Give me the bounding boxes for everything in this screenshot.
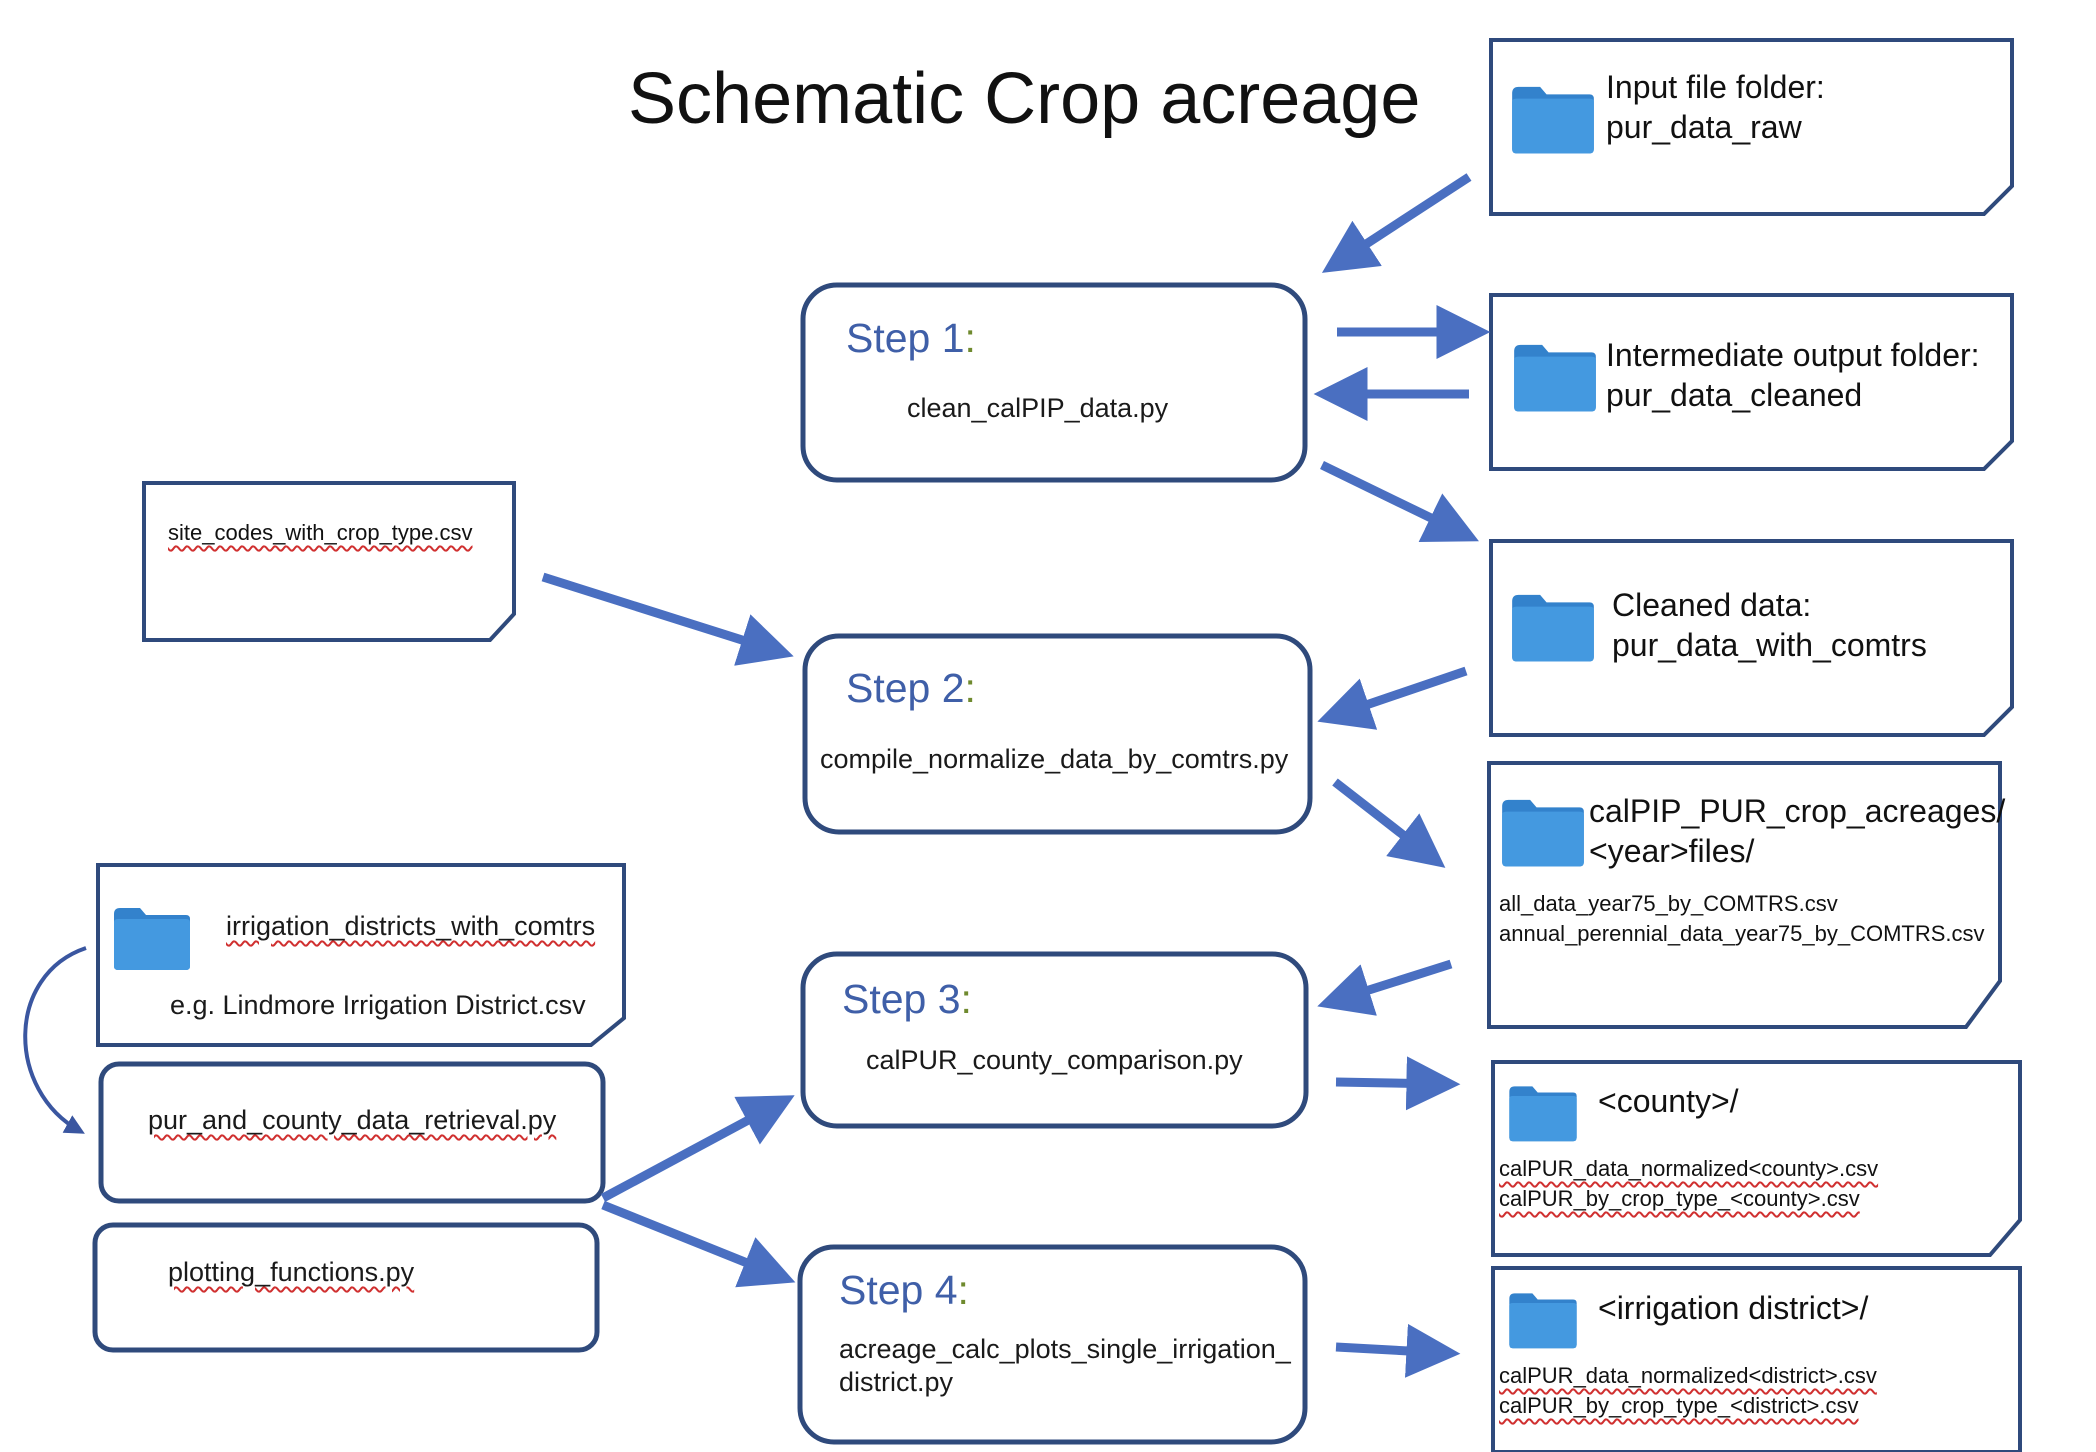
arrow-input-to-step1 (1321, 173, 1472, 273)
step3-box (800, 951, 1309, 1129)
step2-label: Step 2 (846, 665, 965, 711)
step1-title: Step 1: (846, 315, 976, 362)
input-folder-label: Input file folder: (1606, 69, 1825, 105)
cleaned-folder-label: Cleaned data: (1612, 587, 1812, 623)
arrow-retrieval-to-step3 (600, 1095, 795, 1202)
folder-icon (1502, 799, 1584, 867)
irrigation-example: e.g. Lindmore Irrigation District.csv (170, 990, 586, 1020)
arrow-sitecodes-to-step2 (541, 572, 794, 666)
step1-script: clean_calPIP_data.py (907, 393, 1169, 423)
county-folder-box (1491, 1060, 2022, 1257)
acreages-file: annual_perennial_data_year75_by_COMTRS.c… (1499, 921, 1985, 946)
step1-box (800, 282, 1308, 483)
folder-icon (114, 908, 190, 970)
step1-label: Step 1 (846, 315, 965, 361)
step4-label: Step 4 (839, 1267, 958, 1313)
retrieval-box (98, 1061, 606, 1204)
acreages-folder-box (1487, 761, 2002, 1029)
site-codes-box (142, 481, 516, 642)
intermediate-folder-name: pur_data_cleaned (1606, 377, 1863, 413)
district-file: calPUR_data_normalized<district>.csv (1499, 1363, 1877, 1388)
arrow-step2-to-acreages (1332, 778, 1446, 868)
folder-icon (1509, 1293, 1577, 1349)
retrieval-script: pur_and_county_data_retrieval.py (148, 1105, 557, 1135)
irrigation-folder-label: irrigation_districts_with_comtrs (226, 911, 596, 941)
intermediate-folder-box (1489, 293, 2014, 471)
county-file: calPUR_data_normalized<county>.csv (1499, 1156, 1879, 1181)
step4-script-line2: district.py (839, 1367, 954, 1397)
folder-icon (1512, 86, 1594, 154)
arrow-cleaned-to-step2 (1317, 666, 1468, 730)
step3-script: calPUR_county_comparison.py (866, 1045, 1243, 1075)
folder-icon (1514, 344, 1596, 412)
cleaned-folder-box (1489, 539, 2014, 737)
acreages-file: all_data_year75_by_COMTRS.csv (1499, 891, 1838, 916)
intermediate-folder-label: Intermediate output folder: (1606, 337, 1980, 373)
arrow-step1-to-cleaned (1320, 460, 1479, 542)
acreages-folder-label: calPIP_PUR_crop_acreages/ (1589, 793, 2006, 829)
arrow-step4-to-district (1335, 1323, 1461, 1378)
step3-colon: : (960, 976, 972, 1022)
cleaned-folder-name: pur_data_with_comtrs (1612, 627, 1927, 663)
arrow-retrieval-to-step4 (601, 1200, 796, 1288)
step3-title: Step 3: (842, 976, 972, 1023)
input-folder-box (1489, 38, 2014, 216)
step2-script: compile_normalize_data_by_comtrs.py (820, 744, 1289, 774)
step3-label: Step 3 (842, 976, 961, 1022)
step2-colon: : (964, 665, 976, 711)
step4-colon: : (957, 1267, 969, 1313)
curved-arrow-irrigation-to-retrieval (23, 946, 87, 1134)
step4-box (797, 1244, 1308, 1445)
arrow-step3-to-county (1335, 1056, 1461, 1111)
step2-title: Step 2: (846, 665, 976, 712)
district-folder-label: <irrigation district>/ (1598, 1290, 1869, 1326)
irrigation-folder-box (96, 863, 626, 1047)
step2-box (802, 633, 1313, 835)
step1-colon: : (964, 315, 976, 361)
site-codes-file: site_codes_with_crop_type.csv (168, 520, 473, 545)
county-file: calPUR_by_crop_type_<county>.csv (1499, 1186, 1860, 1211)
step4-script-line1: acreage_calc_plots_single_irrigation_ (839, 1334, 1291, 1364)
acreages-folder-subpath: <year>files/ (1589, 833, 1755, 869)
diagram-title: Schematic Crop acreage (628, 59, 1421, 139)
folder-icon (1512, 594, 1594, 662)
county-folder-label: <county>/ (1598, 1083, 1739, 1119)
plotting-box (92, 1222, 600, 1353)
district-file: calPUR_by_crop_type_<district>.csv (1499, 1393, 1859, 1418)
district-folder-box (1491, 1266, 2022, 1452)
input-folder-name: pur_data_raw (1606, 109, 1802, 145)
arrow-acreages-to-step3 (1317, 959, 1453, 1016)
step4-title: Step 4: (839, 1267, 969, 1314)
plotting-script: plotting_functions.py (168, 1257, 415, 1287)
folder-icon (1509, 1086, 1577, 1142)
